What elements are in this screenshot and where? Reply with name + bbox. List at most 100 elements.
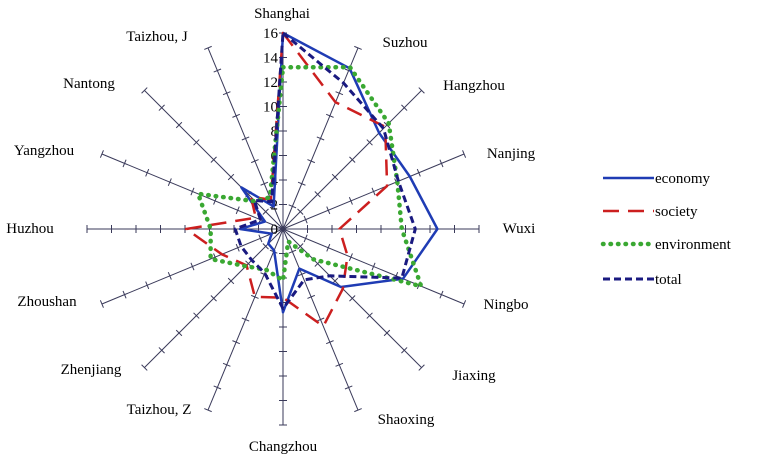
tick-mark <box>288 249 297 254</box>
tick-mark <box>235 243 240 252</box>
tick-mark <box>141 364 148 371</box>
tick-mark <box>297 181 306 186</box>
tick-mark <box>260 181 269 186</box>
tick-mark <box>227 277 235 285</box>
tick-mark <box>99 300 104 308</box>
tick-mark <box>227 173 235 181</box>
radial-tick-label: 12 <box>263 75 278 91</box>
category-label-yangzhou: Yangzhou <box>14 143 75 159</box>
category-label-shanghai: Shanghai <box>254 6 310 22</box>
category-label-shaoxing: Shaoxing <box>378 412 435 428</box>
legend-label-total: total <box>655 272 682 288</box>
tick-mark <box>210 295 217 302</box>
data-series <box>184 31 439 328</box>
tick-mark <box>383 329 391 337</box>
tick-mark <box>232 340 241 345</box>
tick-mark <box>297 272 306 277</box>
tick-mark <box>371 262 376 271</box>
tick-mark <box>349 295 356 302</box>
tick-mark <box>354 408 362 413</box>
tick-mark <box>335 91 344 96</box>
tick-mark <box>145 168 150 177</box>
legend-label-economy: economy <box>655 171 710 187</box>
category-label-nanjing: Nanjing <box>487 146 536 162</box>
legend-label-society: society <box>655 204 698 220</box>
tick-mark <box>366 312 373 319</box>
tick-mark <box>193 139 200 146</box>
tick-mark <box>418 364 425 371</box>
tick-mark <box>213 68 222 73</box>
category-label-zhoushan: Zhoushan <box>17 294 77 310</box>
series-society <box>184 31 389 328</box>
tick-mark <box>307 159 316 164</box>
tick-mark <box>232 113 241 118</box>
tick-mark <box>288 204 297 209</box>
tick-mark <box>145 281 150 290</box>
radial-tick-label: 14 <box>263 51 279 67</box>
tick-mark <box>222 91 231 96</box>
tick-mark <box>401 104 408 111</box>
tick-mark <box>303 234 308 243</box>
category-label-taizhou-j: Taizhou, J <box>126 29 188 45</box>
category-label-huzhou: Huzhou <box>6 221 54 237</box>
tick-mark <box>383 121 391 129</box>
tick-mark <box>235 206 240 215</box>
category-labels: ShanghaiSuzhouHangzhouNanjingWuxiNingboJ… <box>6 6 535 455</box>
tick-mark <box>213 385 222 390</box>
category-label-suzhou: Suzhou <box>383 35 429 51</box>
tick-mark <box>190 187 195 196</box>
tick-mark <box>348 253 353 262</box>
tick-mark <box>354 45 362 50</box>
tick-mark <box>262 243 269 250</box>
tick-mark <box>335 362 344 367</box>
tick-mark <box>416 168 421 177</box>
radar-axes <box>86 32 480 426</box>
tick-mark <box>262 208 269 215</box>
tick-mark <box>241 317 250 322</box>
tick-mark <box>241 136 250 141</box>
tick-mark <box>462 300 467 308</box>
category-label-wuxi: Wuxi <box>503 221 536 237</box>
tick-mark <box>258 234 263 243</box>
tick-mark <box>175 121 183 129</box>
tick-mark <box>326 243 331 252</box>
tick-mark <box>314 191 321 198</box>
tick-mark <box>316 317 325 322</box>
tick-mark <box>190 262 195 271</box>
tick-mark <box>204 408 212 413</box>
tick-mark <box>462 150 467 158</box>
tick-mark <box>167 271 172 280</box>
tick-mark <box>331 173 339 181</box>
series-environment <box>195 64 424 289</box>
category-label-ningbo: Ningbo <box>484 297 529 313</box>
tick-mark <box>122 290 127 299</box>
tick-mark <box>193 312 200 319</box>
tick-mark <box>344 385 353 390</box>
radial-tick-label: 10 <box>263 100 278 116</box>
tick-mark <box>297 243 304 250</box>
tick-mark <box>250 159 259 164</box>
tick-mark <box>349 156 356 163</box>
tick-mark <box>303 215 308 224</box>
category-label-changzhou: Changzhou <box>249 439 318 455</box>
radial-tick-label: 0 <box>271 222 279 238</box>
series-economy <box>238 31 439 314</box>
tick-mark <box>325 113 334 118</box>
tick-mark <box>222 362 231 367</box>
tick-mark <box>122 159 127 168</box>
tick-mark <box>366 139 373 146</box>
tick-mark <box>348 196 353 205</box>
tick-mark <box>204 45 212 50</box>
tick-mark <box>167 178 172 187</box>
radial-tick-label: 16 <box>263 26 279 42</box>
category-label-zhenjiang: Zhenjiang <box>61 362 122 378</box>
tick-mark <box>439 290 444 299</box>
tick-mark <box>250 294 259 299</box>
tick-mark <box>175 329 183 337</box>
tick-mark <box>141 87 148 94</box>
tick-mark <box>418 87 425 94</box>
tick-mark <box>99 150 104 158</box>
category-label-hangzhou: Hangzhou <box>443 78 505 94</box>
